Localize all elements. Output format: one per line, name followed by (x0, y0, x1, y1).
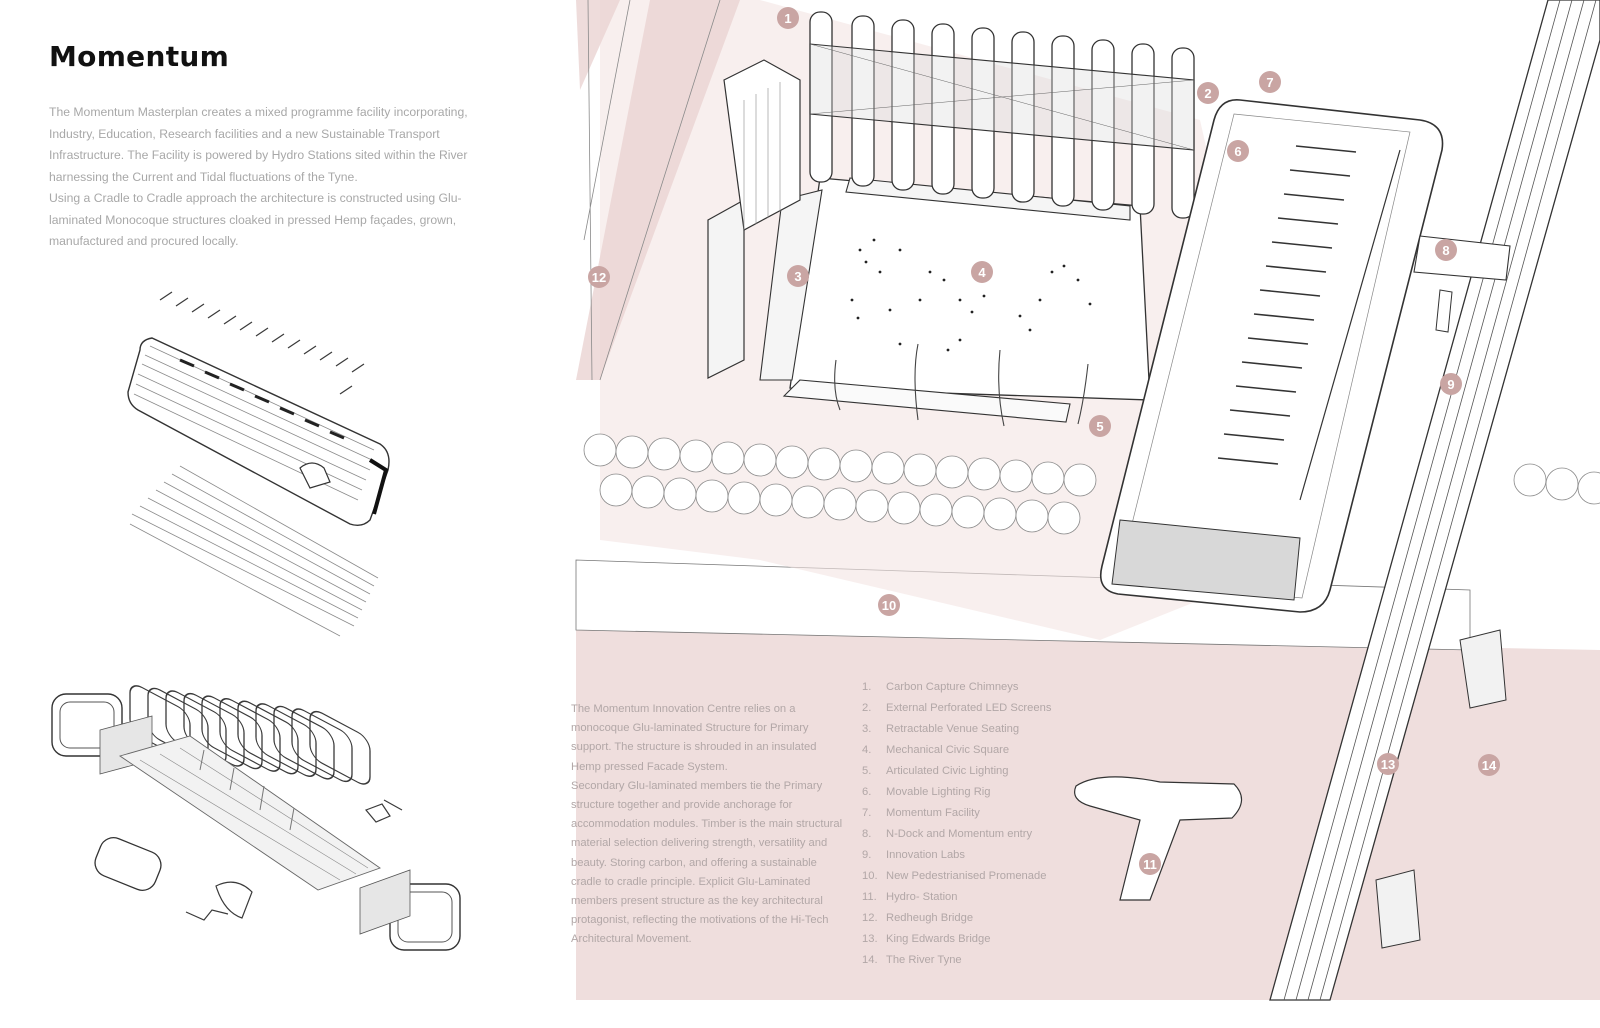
marker-9: 9 (1440, 373, 1462, 395)
intro-paragraph-1: The Momentum Masterplan creates a mixed … (49, 105, 468, 184)
legend-item: 3.Retractable Venue Seating (862, 723, 1020, 735)
structure-description: The Momentum Innovation Centre relies on… (571, 700, 846, 950)
momentum-facility (1099, 99, 1444, 613)
intro-text: The Momentum Masterplan creates a mixed … (49, 102, 504, 253)
svg-text:13: 13 (1381, 757, 1395, 772)
legend-item: 13.King Edwards Bridge (862, 933, 991, 945)
civic-square (759, 177, 1151, 423)
monocoque-shell (127, 337, 390, 527)
svg-text:4: 4 (978, 265, 986, 280)
civic-lighting-posts (834, 343, 1089, 427)
structure-paragraph-1: The Momentum Innovation Centre relies on… (571, 703, 817, 773)
marker-6: 6 (1227, 140, 1249, 162)
perforated-led-screen (809, 43, 1195, 151)
king-edwards-bridge (1269, 0, 1600, 1001)
marker-3: 3 (787, 265, 809, 287)
svg-text:10: 10 (882, 598, 896, 613)
crowd-figures (850, 238, 1092, 352)
tree-belt (583, 433, 1600, 535)
marker-14: 14 (1478, 754, 1500, 776)
exploded-axonometric-drawing (51, 291, 461, 951)
svg-text:2: 2 (1204, 86, 1211, 101)
legend-item: 2.External Perforated LED Screens (862, 702, 1052, 714)
marker-8: 8 (1435, 239, 1457, 261)
svg-text:6: 6 (1234, 144, 1241, 159)
marker-7: 7 (1259, 71, 1281, 93)
facade-slats (159, 291, 365, 395)
structure-paragraph-2: Secondary Glu-laminated members tie the … (571, 779, 843, 946)
marker-5: 5 (1089, 415, 1111, 437)
svg-text:8: 8 (1442, 243, 1449, 258)
legend-item: 7.Momentum Facility (862, 807, 980, 819)
legend-item: 5.Articulated Civic Lighting (862, 765, 1009, 777)
site-ground (600, 0, 1300, 640)
marker-2: 2 (1197, 82, 1219, 104)
svg-text:11: 11 (1143, 857, 1157, 872)
marker-10: 10 (878, 594, 900, 616)
floor-deck (118, 735, 381, 891)
hydro-station (1074, 776, 1243, 901)
legend-list: 1.Carbon Capture Chimneys 2.External Per… (862, 677, 1051, 971)
intro-paragraph-2: Using a Cradle to Cradle approach the ar… (49, 191, 462, 248)
svg-text:1: 1 (784, 11, 791, 26)
lighting-rig-parts (185, 799, 403, 921)
legend-item: 1.Carbon Capture Chimneys (862, 681, 1019, 693)
marker-4: 4 (971, 261, 993, 283)
secondary-members (129, 465, 379, 637)
marker-13: 13 (1377, 753, 1399, 775)
retractable-venue-seating (707, 59, 801, 379)
svg-text:9: 9 (1447, 377, 1454, 392)
marker-11: 11 (1139, 853, 1161, 875)
n-dock (1413, 235, 1511, 333)
redheugh-bridge-deck (576, 0, 740, 380)
legend-item: 11.Hydro- Station (862, 891, 958, 903)
svg-text:14: 14 (1482, 758, 1497, 773)
page-title: Momentum (49, 40, 230, 73)
svg-text:3: 3 (794, 269, 801, 284)
promenade-ground (575, 559, 1471, 651)
svg-text:7: 7 (1266, 75, 1273, 90)
svg-text:12: 12 (592, 270, 606, 285)
marker-12: 12 (588, 266, 610, 288)
marker-1: 1 (777, 7, 799, 29)
legend-item: 14.The River Tyne (862, 954, 962, 966)
legend-item: 4.Mechanical Civic Square (862, 744, 1010, 756)
legend-item: 6.Movable Lighting Rig (862, 786, 991, 798)
svg-text:5: 5 (1096, 419, 1103, 434)
legend-item: 12.Redheugh Bridge (862, 912, 974, 924)
legend-item: 10.New Pedestrianised Promenade (862, 870, 1047, 882)
carbon-capture-chimneys (809, 11, 1195, 219)
legend-item: 9.Innovation Labs (862, 849, 965, 861)
legend-item: 8.N-Dock and Momentum entry (862, 828, 1033, 840)
